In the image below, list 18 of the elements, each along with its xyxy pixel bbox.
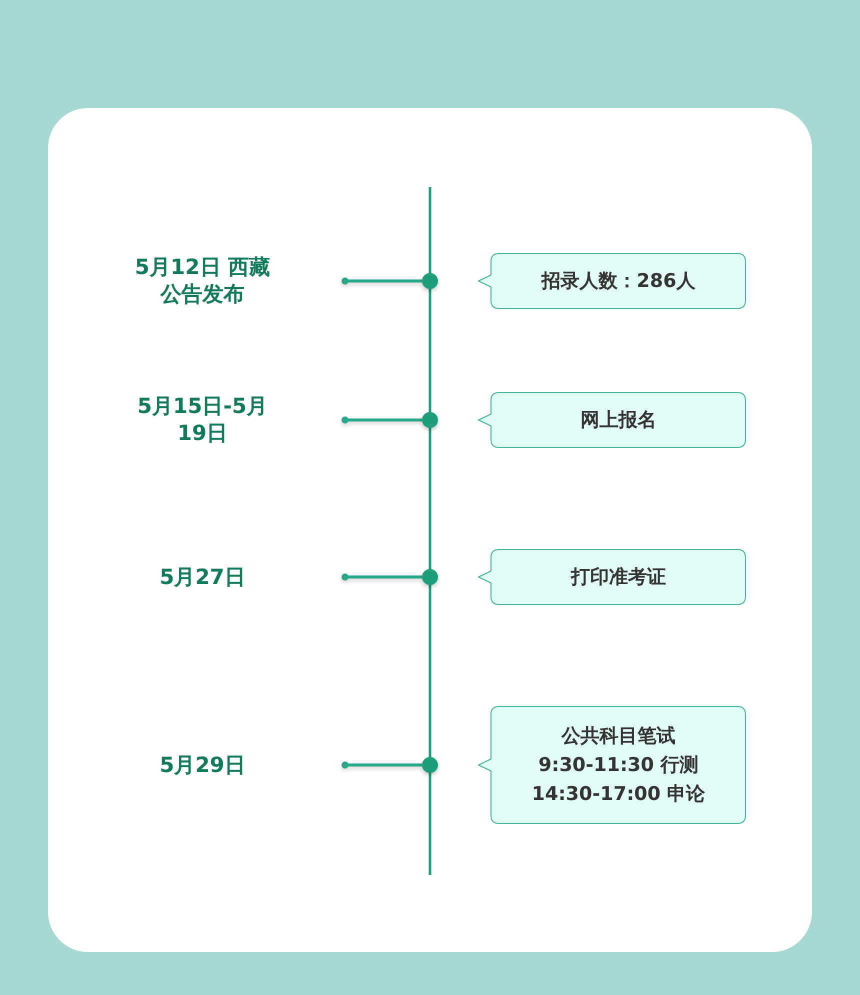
callout-text: 公共科目笔试 xyxy=(562,724,676,748)
callout-text: 招录人数：286人 xyxy=(542,268,696,294)
date-label: 5月29日 xyxy=(160,752,246,778)
callout-text: 网上报名 xyxy=(580,408,656,432)
callout-box xyxy=(478,706,746,824)
connector-line xyxy=(342,574,422,580)
callout-box xyxy=(478,253,746,309)
date-label: 5月12日 西藏公告发布 xyxy=(134,254,272,308)
connector-line xyxy=(342,278,422,284)
connector-line xyxy=(342,762,422,768)
connector-line xyxy=(342,416,422,424)
callout-box xyxy=(478,549,746,605)
date-label: 5月15日-5月19日 xyxy=(136,393,269,447)
callout-text: 打印准考证 xyxy=(571,564,666,590)
date-label: 5月27日 xyxy=(160,564,246,590)
callout-box xyxy=(478,392,746,448)
callout-text: 14:30-17:00 申论 xyxy=(532,782,706,806)
callout-text: 9:30-11:30 行测 xyxy=(538,752,699,778)
